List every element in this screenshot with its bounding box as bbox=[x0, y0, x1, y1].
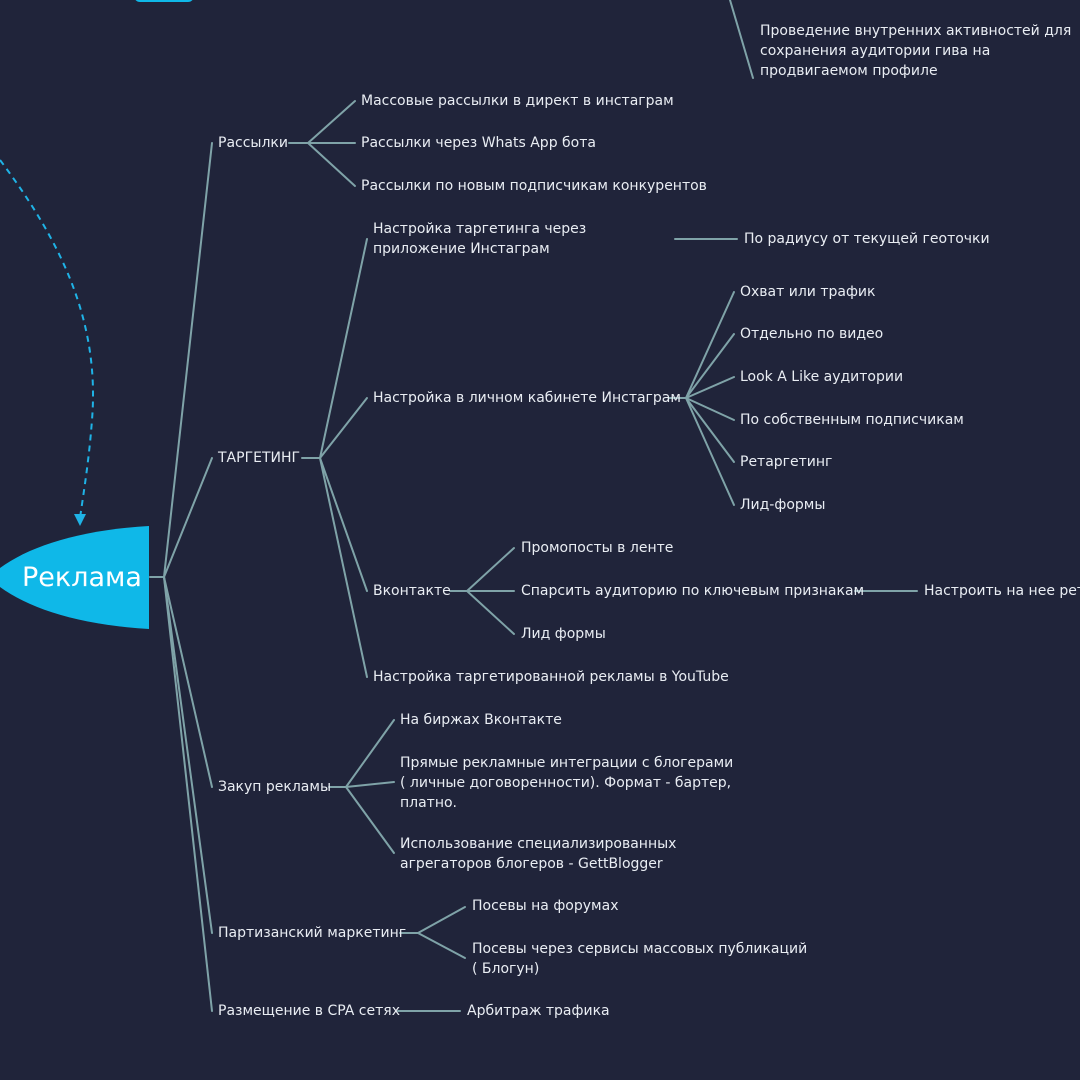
edge-vk-1 bbox=[466, 547, 515, 592]
cpa-item-1[interactable]: Арбитраж трафика bbox=[467, 1003, 610, 1019]
edge-root-cpa bbox=[163, 576, 213, 1012]
edge-targeting-cabinet bbox=[319, 397, 368, 459]
edge-root-partizan bbox=[163, 576, 213, 934]
edge-cabinet-3 bbox=[685, 376, 735, 399]
edge-cabinet-6 bbox=[685, 397, 735, 506]
edge-targeting-vk bbox=[319, 457, 368, 592]
targeting-vk-node[interactable]: Вконтакте bbox=[373, 583, 451, 599]
edge-targeting-youtube bbox=[319, 457, 368, 678]
targeting-youtube-node[interactable]: Настройка таргетированной рекламы в YouT… bbox=[373, 669, 729, 685]
partizan-item-1[interactable]: Посевы на форумах bbox=[472, 898, 619, 914]
partizan-item-2[interactable]: Посевы через сервисы массовых публикаций… bbox=[472, 941, 808, 977]
branch-targeting[interactable]: ТАРГЕТИНГ bbox=[218, 450, 301, 466]
cabinet-item-2[interactable]: Отдельно по видео bbox=[740, 326, 884, 342]
zakup-item-2[interactable]: Прямые рекламные интеграции с блогерами … bbox=[400, 755, 734, 811]
dashed-arrowhead bbox=[74, 514, 86, 526]
vk-item-2[interactable]: Спарсить аудиторию по ключевым признакам bbox=[521, 583, 865, 599]
branch-partizan[interactable]: Партизанский маркетинг bbox=[218, 925, 407, 941]
zakup-item-3[interactable]: Использование специализированных агрегат… bbox=[400, 836, 677, 872]
root-node-label: Реклама bbox=[22, 562, 142, 593]
targeting-cabinet-node[interactable]: Настройка в личном кабинете Инстаграм bbox=[373, 390, 681, 406]
edge-root-targeting bbox=[163, 457, 213, 578]
edge-partizan-1 bbox=[417, 906, 466, 934]
offscreen-node-fragment bbox=[134, 0, 194, 2]
cabinet-item-4[interactable]: По собственным подписчикам bbox=[740, 412, 964, 428]
edge-targeting-app bbox=[319, 238, 368, 459]
edge-partizan-2 bbox=[417, 932, 466, 959]
cabinet-item-1[interactable]: Охват или трафик bbox=[740, 284, 876, 300]
targeting-app-geo[interactable]: По радиусу от текущей геоточки bbox=[744, 231, 990, 247]
branch-cpa[interactable]: Размещение в CPA сетях bbox=[218, 1003, 400, 1019]
edge-zakup-3 bbox=[345, 786, 395, 854]
edge-rassylki-3 bbox=[307, 142, 356, 187]
rassylki-item-2[interactable]: Рассылки через Whats App бота bbox=[361, 135, 596, 151]
rassylki-item-3[interactable]: Рассылки по новым подписчикам конкуренто… bbox=[361, 178, 707, 194]
edge-root-rassylki bbox=[163, 142, 213, 578]
dashed-connector bbox=[0, 159, 94, 519]
edge-top-note bbox=[729, 0, 754, 79]
targeting-app-node[interactable]: Настройка таргетинга через приложение Ин… bbox=[373, 221, 587, 257]
rassylki-item-1[interactable]: Массовые рассылки в директ в инстаграм bbox=[361, 93, 674, 109]
cabinet-item-5[interactable]: Ретаргетинг bbox=[740, 454, 833, 470]
cabinet-item-3[interactable]: Look A Like аудитории bbox=[740, 369, 904, 385]
branch-rassylki[interactable]: Рассылки bbox=[218, 135, 288, 151]
edge-cabinet-1 bbox=[685, 291, 735, 399]
vk-item-3[interactable]: Лид формы bbox=[521, 626, 606, 642]
edge-vk-3 bbox=[466, 590, 515, 635]
cabinet-item-6[interactable]: Лид-формы bbox=[740, 497, 826, 513]
edge-cabinet-4 bbox=[685, 397, 735, 421]
edge-zakup-2 bbox=[345, 781, 395, 788]
zakup-item-1[interactable]: На биржах Вконтакте bbox=[400, 712, 562, 728]
vk-item-1[interactable]: Промопосты в ленте bbox=[521, 540, 674, 556]
branch-zakup[interactable]: Закуп рекламы bbox=[218, 779, 331, 795]
top-note-node[interactable]: Проведение внутренних активностей для со… bbox=[760, 23, 1072, 79]
edge-zakup-1 bbox=[345, 719, 395, 788]
edge-root-zakup bbox=[163, 576, 213, 788]
edge-cabinet-5 bbox=[685, 397, 735, 463]
edge-rassylki-1 bbox=[307, 100, 356, 144]
edge-cabinet-2 bbox=[685, 333, 735, 399]
vk-grandchild[interactable]: Настроить на нее рета bbox=[924, 583, 1080, 599]
